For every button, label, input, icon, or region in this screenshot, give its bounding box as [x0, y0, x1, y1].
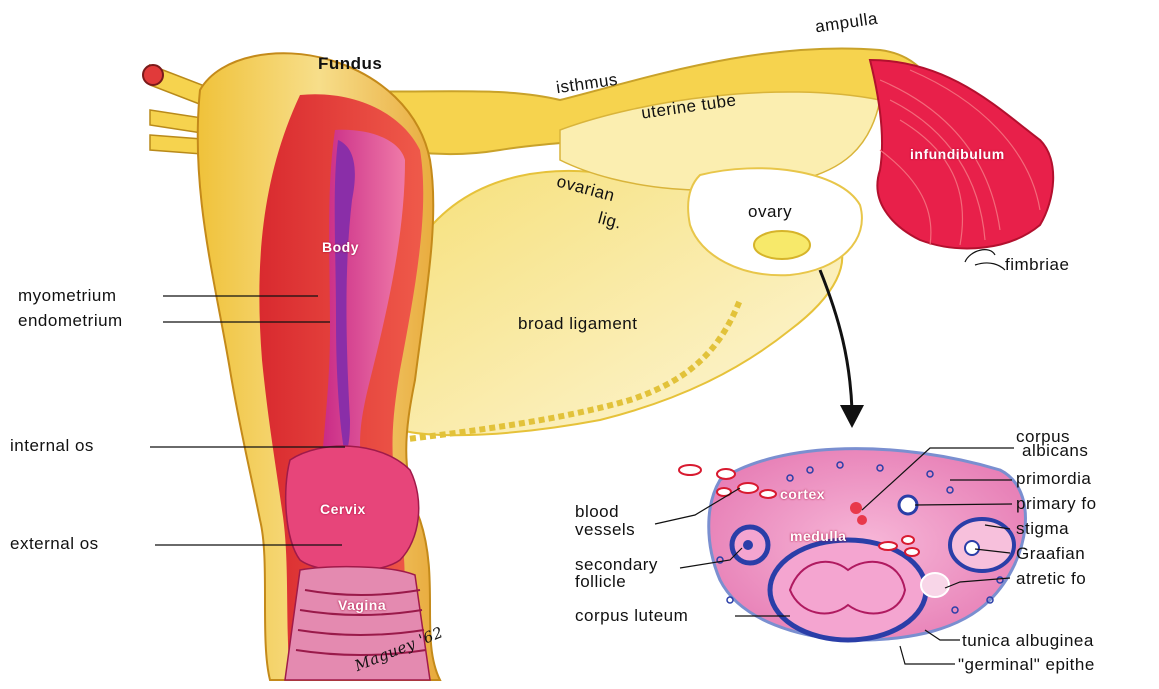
primary-follicle	[899, 496, 917, 514]
label-broad-ligament: broad ligament	[518, 315, 637, 333]
label-vagina: Vagina	[338, 596, 386, 614]
label-cervix: Cervix	[320, 500, 366, 518]
label-body: Body	[322, 238, 359, 256]
label-secondary-2: follicle	[575, 573, 626, 591]
label-primary: primary fo	[1016, 495, 1097, 513]
atretic-follicle	[921, 573, 949, 597]
label-fundus: Fundus	[318, 55, 382, 73]
label-external-os: external os	[10, 535, 99, 553]
label-myometrium: myometrium	[18, 287, 117, 305]
label-infundibulum: infundibulum	[910, 145, 1005, 163]
label-blood-2: vessels	[575, 521, 635, 539]
label-stigma: stigma	[1016, 520, 1069, 538]
label-fimbriae: fimbriae	[1005, 256, 1069, 274]
ovary-yellow-spot	[754, 231, 810, 259]
label-tunica-albuginea: tunica albuginea	[962, 632, 1094, 650]
label-graafian: Graafian	[1016, 545, 1085, 563]
label-corpus-luteum: corpus luteum	[575, 607, 688, 625]
label-primordial: primordia	[1016, 470, 1091, 488]
label-corpus-albicans-2: albicans	[1022, 442, 1088, 460]
graafian-follicle	[950, 519, 1014, 571]
corpus-luteum	[770, 540, 926, 640]
left-tube-stub-end	[143, 65, 163, 85]
label-cortex: cortex	[780, 485, 825, 503]
label-endometrium: endometrium	[18, 312, 123, 330]
secondary-follicle	[732, 527, 768, 563]
zoom-arrowhead	[840, 405, 864, 428]
label-germinal-epithelium: "germinal" epithe	[958, 656, 1095, 674]
label-medulla: medulla	[790, 527, 846, 545]
label-blood-1: blood	[575, 503, 619, 521]
label-atretic: atretic fo	[1016, 570, 1086, 588]
label-ovary: ovary	[748, 203, 792, 221]
label-internal-os: internal os	[10, 437, 94, 455]
